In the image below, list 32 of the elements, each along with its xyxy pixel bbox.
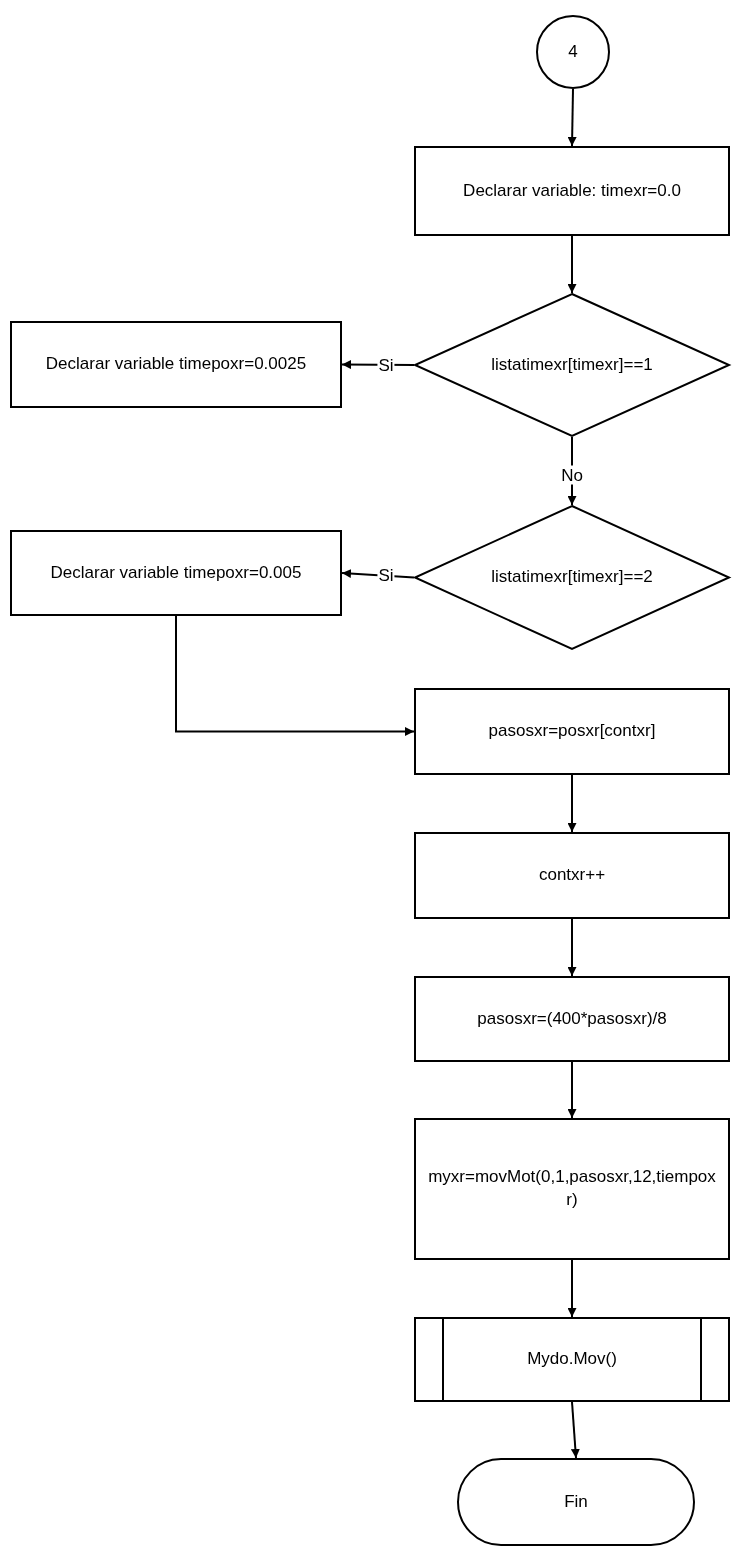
node-text: listatimexr[timexr]==2: [490, 566, 654, 589]
node-text: pasosxr=(400*pasosxr)/8: [476, 1007, 668, 1030]
process-box: [414, 146, 730, 236]
node-text: Declarar variable timepoxr=0.005: [49, 561, 303, 584]
decision-diamond: [414, 293, 730, 437]
node-text: listatimexr[timexr]==1: [490, 353, 654, 376]
node-text: contxr++: [537, 864, 607, 887]
connector-circle: [536, 15, 610, 89]
decision-diamond: [414, 505, 730, 650]
process-box: [414, 688, 730, 775]
arrow: [567, 1259, 577, 1318]
process-box: [10, 530, 342, 616]
arrow: [175, 615, 415, 736]
node-text: pasosxr=posxr[contxr]: [487, 720, 657, 743]
edge-label: No: [560, 465, 584, 485]
arrow: [570, 1401, 580, 1459]
node-text: 4: [567, 40, 579, 63]
node-text: myxr=movMot(0,1,pasosxr,12,tiempoxr): [427, 1166, 717, 1211]
node-text: Fin: [563, 1490, 589, 1513]
node-text: Mydo.Mov(): [526, 1348, 618, 1371]
subroutine-box: [414, 1317, 730, 1402]
arrow: [567, 88, 577, 147]
node-text: Declarar variable timepoxr=0.0025: [44, 353, 308, 376]
arrow: [567, 1061, 577, 1119]
process-box: [414, 976, 730, 1062]
arrow: [567, 918, 577, 977]
process-box: [414, 1118, 730, 1260]
node-text: Declarar variable: timexr=0.0: [462, 179, 682, 202]
process-box: [414, 832, 730, 919]
process-box: [10, 321, 342, 408]
arrow: [567, 774, 577, 833]
arrow: [567, 235, 577, 294]
